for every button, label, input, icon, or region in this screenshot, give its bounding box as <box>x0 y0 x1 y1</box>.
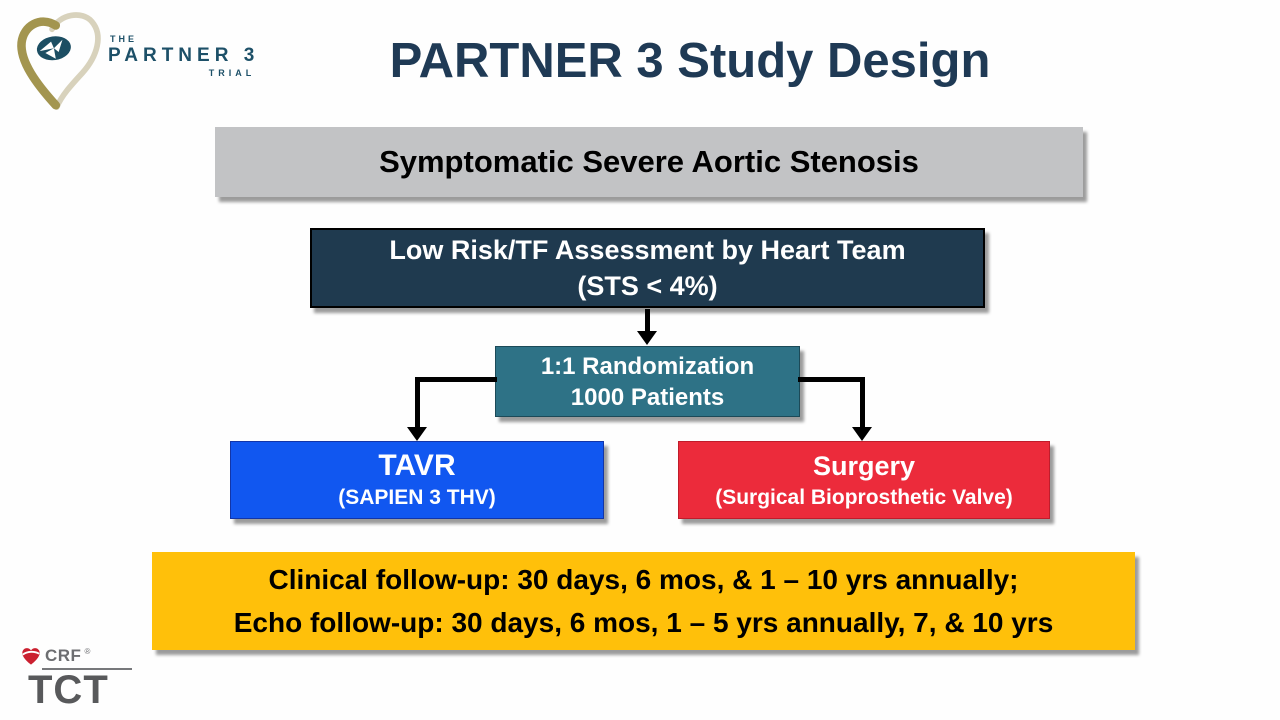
assessment-line2: (STS < 4%) <box>577 271 718 301</box>
partner3-logo-text: THE PARTNER 3 TRIAL <box>108 34 259 78</box>
tct-label: TCT <box>28 668 109 712</box>
page-title: PARTNER 3 Study Design <box>389 34 991 88</box>
arrow-right-vertical-line <box>860 377 865 428</box>
surgery-line2: (Surgical Bioprosthetic Valve) <box>715 485 1013 509</box>
population-box: Symptomatic Severe Aortic Stenosis <box>215 127 1083 197</box>
arrow-center-line <box>645 309 650 333</box>
arrow-left-head-icon <box>407 427 427 441</box>
arrow-left-vertical-line <box>415 377 420 428</box>
arrow-right-head-icon <box>852 427 872 441</box>
randomization-line1: 1:1 Randomization <box>540 352 755 380</box>
followup-box: Clinical follow-up: 30 days, 6 mos, & 1 … <box>152 552 1135 650</box>
crf-registered-mark: ® <box>84 646 91 656</box>
assessment-box: Low Risk/TF Assessment by Heart Team (ST… <box>310 228 985 308</box>
partner3-trial-logo: THE PARTNER 3 TRIAL <box>14 8 274 118</box>
partner3-logo-trial: TRIAL <box>208 68 256 78</box>
partner3-logo-the: THE <box>110 34 137 44</box>
randomization-line2: 1000 Patients <box>570 383 725 411</box>
surgery-box: Surgery (Surgical Bioprosthetic Valve) <box>678 441 1050 519</box>
crf-label: CRF <box>45 646 82 665</box>
randomization-box: 1:1 Randomization 1000 Patients <box>495 346 800 417</box>
partner3-heart-icon <box>17 12 101 110</box>
tavr-line1: TAVR <box>378 449 456 482</box>
arrow-left-horizontal-line <box>415 377 497 382</box>
crf-tct-logo: CRF ® TCT <box>20 646 132 713</box>
tavr-box: TAVR (SAPIEN 3 THV) <box>230 441 604 519</box>
partner3-logo-name: PARTNER 3 <box>108 45 260 66</box>
crf-divider <box>42 668 132 670</box>
assessment-line1: Low Risk/TF Assessment by Heart Team <box>389 235 906 265</box>
arrow-center-head-icon <box>637 331 657 345</box>
surgery-line1: Surgery <box>812 450 916 481</box>
population-label: Symptomatic Severe Aortic Stenosis <box>379 144 919 179</box>
arrow-right-horizontal-line <box>798 377 865 382</box>
followup-line2: Echo follow-up: 30 days, 6 mos, 1 – 5 yr… <box>233 607 1054 638</box>
crf-heart-icon <box>22 648 40 665</box>
followup-line1: Clinical follow-up: 30 days, 6 mos, & 1 … <box>268 564 1019 595</box>
tavr-line2: (SAPIEN 3 THV) <box>338 486 496 509</box>
crf-row: CRF ® <box>20 646 132 666</box>
